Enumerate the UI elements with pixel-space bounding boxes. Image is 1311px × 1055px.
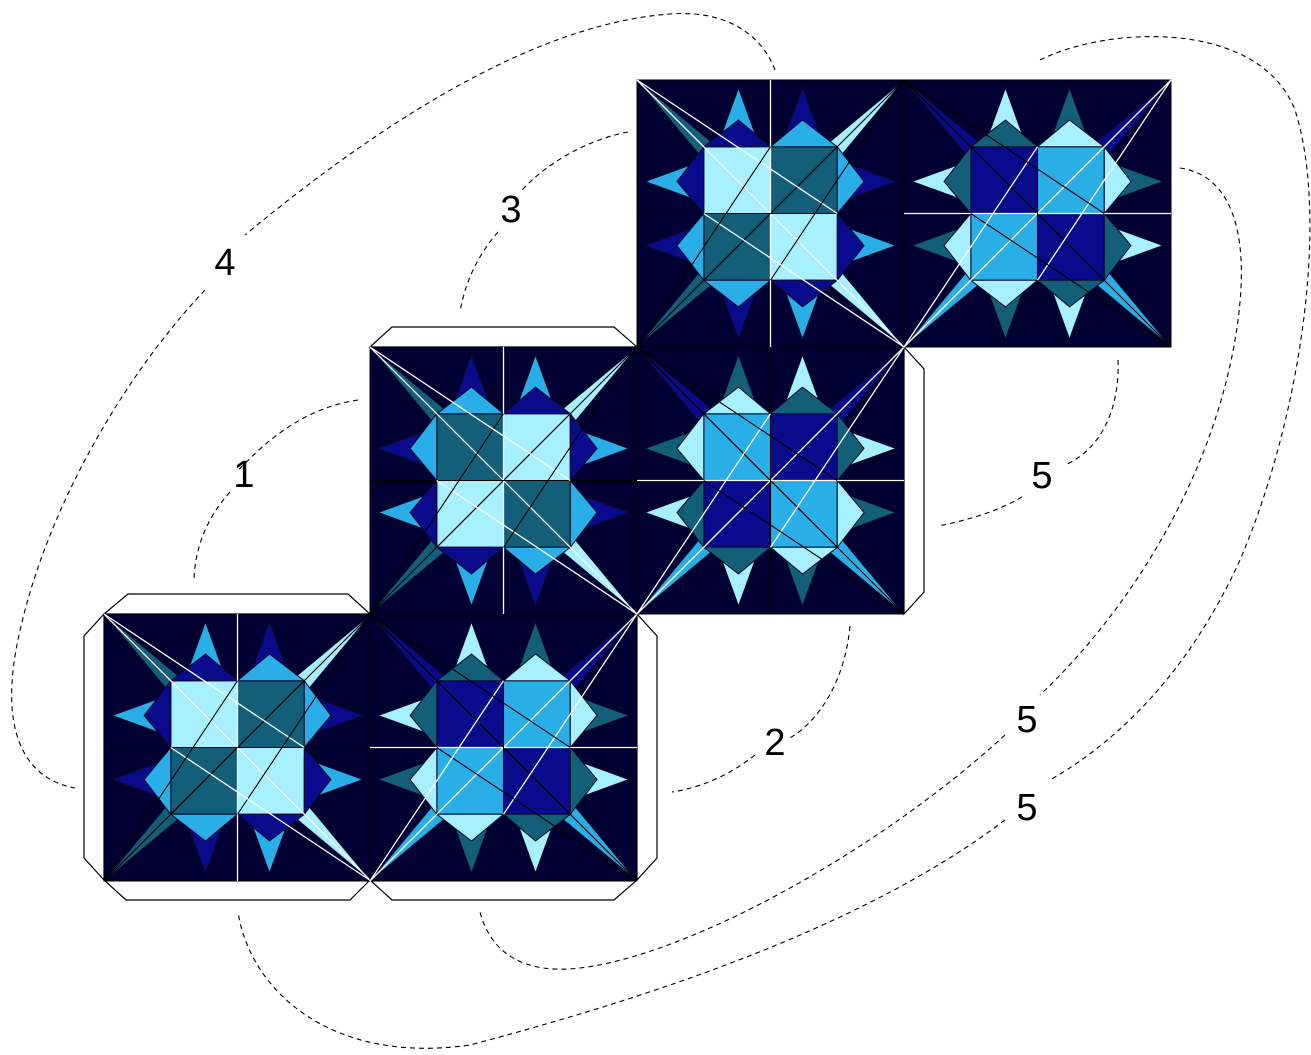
- connector-5a: [1065, 360, 1118, 465]
- label-3: 3: [500, 189, 521, 231]
- connector-1-tail: [194, 492, 230, 580]
- face-bottom-middle: [370, 614, 637, 881]
- label-5-lower: 5: [1016, 787, 1037, 829]
- glue-tab-midright-side: [904, 347, 924, 614]
- label-2: 2: [764, 722, 785, 764]
- label-1: 1: [233, 454, 254, 496]
- glue-tab-left-top: [104, 594, 370, 614]
- face-bottom-left: [104, 614, 371, 881]
- label-5-upper: 5: [1031, 455, 1052, 497]
- label-4: 4: [214, 242, 235, 284]
- face-middle-right: [637, 347, 904, 614]
- face-center: [370, 347, 637, 614]
- connector-5a-tail: [938, 497, 1022, 526]
- glue-tab-middle-bottom: [370, 880, 637, 900]
- glue-tab-center-top: [370, 327, 637, 347]
- connector-1: [238, 400, 358, 470]
- cube-faces: [104, 80, 1171, 881]
- connector-2: [790, 626, 850, 738]
- label-5-middle: 5: [1016, 699, 1037, 741]
- connector-3: [522, 132, 628, 190]
- glue-tab-right-side: [637, 614, 657, 880]
- glue-tab-left-side: [84, 614, 104, 880]
- face-top-right: [904, 80, 1171, 347]
- face-top-left: [637, 80, 904, 347]
- connector-3-tail: [460, 232, 498, 312]
- glue-tab-left-bottom: [104, 880, 370, 900]
- connector-2-tail: [672, 755, 755, 792]
